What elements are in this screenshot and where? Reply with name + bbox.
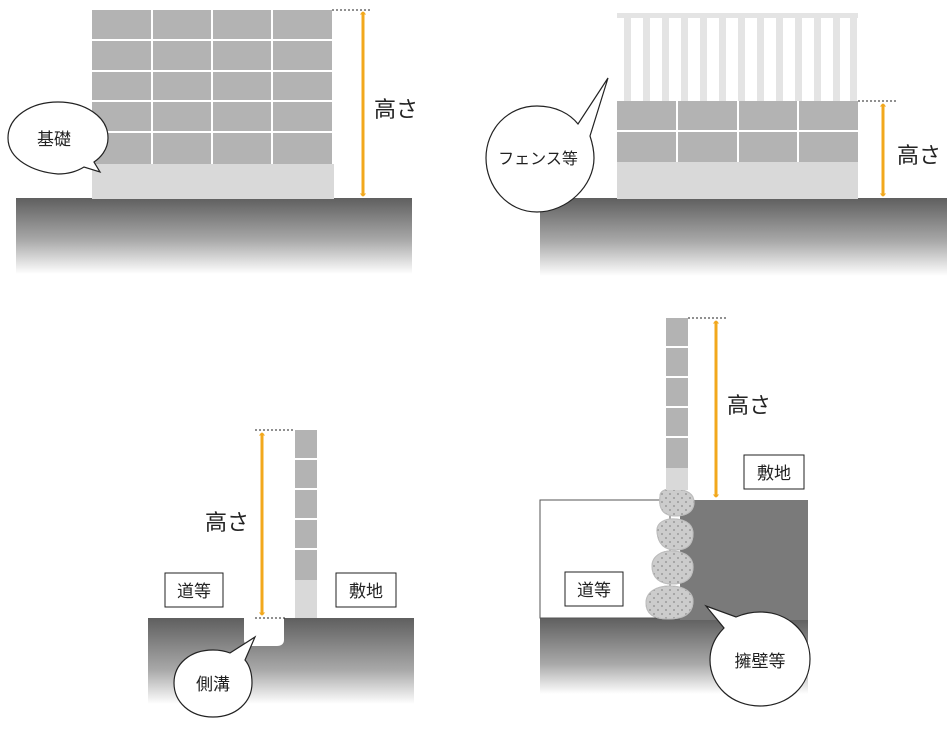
site-land [680,500,808,620]
fence [617,13,858,101]
block-wall-top-left [92,10,332,164]
panel-bottom-left: 高さ 道等 敷地 側溝 [148,429,414,718]
site-label: 敷地 [349,582,383,602]
height-label: 高さ [205,511,249,536]
speech-bubble [485,77,609,213]
ground-top-right [540,198,947,276]
ground-top-left [16,198,412,274]
bubble-label: 擁壁等 [735,652,786,672]
road-label: 道等 [577,581,611,601]
height-label: 高さ [897,144,941,169]
block-column [295,430,317,618]
site-label-box [743,454,805,490]
foundation-top-left [92,164,334,199]
height-label: 高さ [374,98,418,123]
retaining-wall [645,488,695,620]
foundation-top-right [617,162,858,199]
height-label: 高さ [727,394,771,419]
bubble-label: フェンス等 [498,149,578,168]
speech-bubble [7,101,109,175]
road-label-box [564,571,624,607]
block-column [666,318,688,490]
speech-bubble [173,635,257,718]
block-wall-top-right [617,101,858,162]
panel-top-left: 高さ 基礎 [7,9,418,274]
bubble-label: 側溝 [196,675,230,695]
site-label: 敷地 [757,464,791,484]
road-label: 道等 [177,582,211,602]
site-label-box [335,572,397,608]
panel-top-right: 高さ フェンス等 [485,13,947,276]
road-label-box [164,572,224,608]
panel-bottom-right: 高さ 敷地 道等 擁壁等 [539,317,811,707]
bubble-label: 基礎 [37,130,71,150]
speech-bubble [704,604,811,707]
